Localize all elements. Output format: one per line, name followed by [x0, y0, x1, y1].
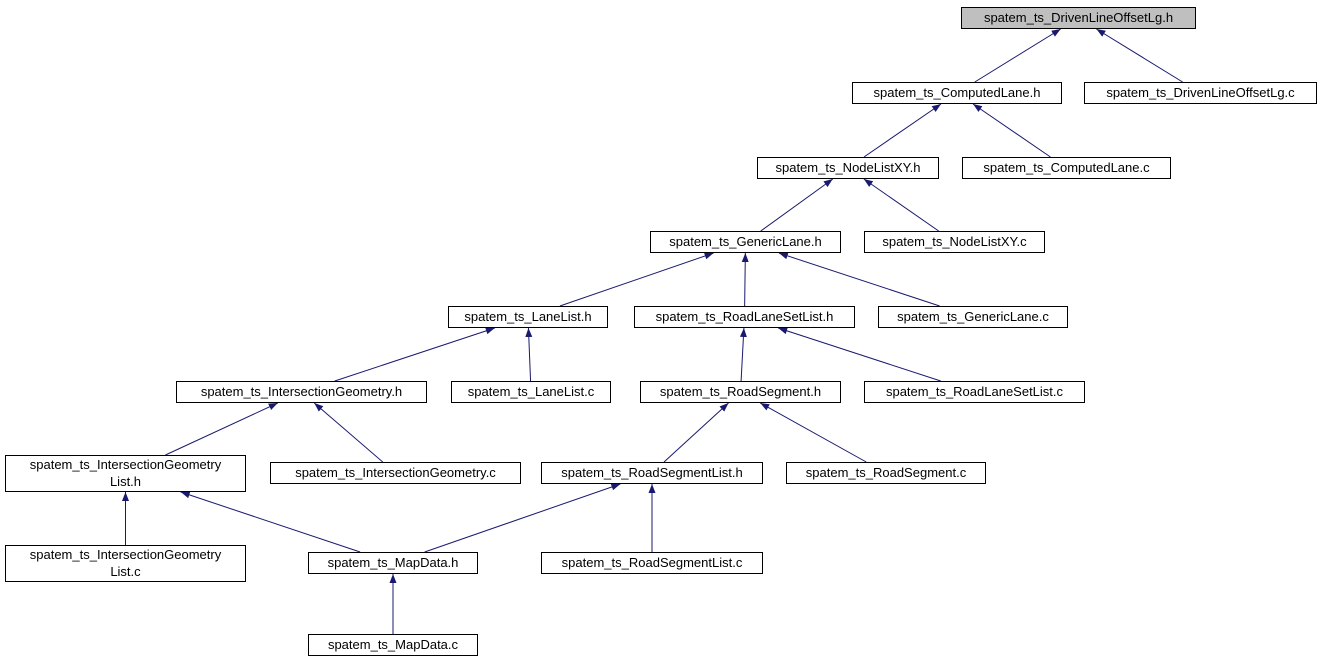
graph-node-spatem_ts_IntersectionGeometryList_h[interactable]: spatem_ts_IntersectionGeometry List.h	[5, 455, 246, 492]
edge-spatem_ts_GenericLane_h-to-spatem_ts_NodeListXY_h	[760, 178, 834, 232]
edge-spatem_ts_IntersectionGeometry_h-to-spatem_ts_LaneList_h	[334, 327, 495, 382]
edge-spatem_ts_ComputedLane_c-to-spatem_ts_ComputedLane_h	[972, 103, 1051, 158]
graph-node-spatem_ts_MapData_h[interactable]: spatem_ts_MapData.h	[308, 552, 478, 574]
edge-spatem_ts_RoadSegmentList_h-to-spatem_ts_RoadSegment_h	[663, 402, 729, 463]
edge-spatem_ts_DrivenLineOffsetLg_c-to-spatem_ts_DrivenLineOffsetLg_h	[1096, 28, 1183, 83]
graph-node-spatem_ts_RoadSegmentList_c[interactable]: spatem_ts_RoadSegmentList.c	[541, 552, 763, 574]
graph-node-spatem_ts_IntersectionGeometry_c[interactable]: spatem_ts_IntersectionGeometry.c	[270, 462, 521, 484]
edge-spatem_ts_MapData_h-to-spatem_ts_RoadSegmentList_h	[424, 483, 621, 553]
edge-spatem_ts_IntersectionGeometryList_h-to-spatem_ts_IntersectionGeometry_h	[165, 402, 278, 456]
graph-node-spatem_ts_NodeListXY_c[interactable]: spatem_ts_NodeListXY.c	[864, 231, 1045, 253]
edge-spatem_ts_LaneList_c-to-spatem_ts_LaneList_h	[525, 327, 533, 382]
graph-node-spatem_ts_LaneList_h[interactable]: spatem_ts_LaneList.h	[448, 306, 608, 328]
graph-node-spatem_ts_IntersectionGeometry_h[interactable]: spatem_ts_IntersectionGeometry.h	[176, 381, 427, 403]
graph-node-spatem_ts_MapData_c[interactable]: spatem_ts_MapData.c	[308, 634, 478, 656]
graph-node-spatem_ts_IntersectionGeometryList_c[interactable]: spatem_ts_IntersectionGeometry List.c	[5, 545, 246, 582]
edge-spatem_ts_RoadLaneSetList_h-to-spatem_ts_GenericLane_h	[741, 252, 749, 307]
edge-spatem_ts_ComputedLane_h-to-spatem_ts_DrivenLineOffsetLg_h	[974, 28, 1061, 83]
edge-spatem_ts_RoadSegment_c-to-spatem_ts_RoadSegment_h	[760, 402, 867, 463]
graph-node-spatem_ts_LaneList_c[interactable]: spatem_ts_LaneList.c	[451, 381, 611, 403]
edge-spatem_ts_RoadSegment_h-to-spatem_ts_RoadLaneSetList_h	[739, 327, 747, 382]
edge-spatem_ts_GenericLane_c-to-spatem_ts_GenericLane_h	[778, 252, 940, 307]
edge-spatem_ts_NodeListXY_c-to-spatem_ts_NodeListXY_h	[863, 178, 939, 232]
graph-node-spatem_ts_RoadSegmentList_h[interactable]: spatem_ts_RoadSegmentList.h	[541, 462, 763, 484]
edge-spatem_ts_NodeListXY_h-to-spatem_ts_ComputedLane_h	[863, 103, 942, 158]
graph-node-spatem_ts_DrivenLineOffsetLg_h[interactable]: spatem_ts_DrivenLineOffsetLg.h	[961, 7, 1196, 29]
graph-node-spatem_ts_RoadLaneSetList_c[interactable]: spatem_ts_RoadLaneSetList.c	[864, 381, 1085, 403]
graph-node-spatem_ts_RoadSegment_c[interactable]: spatem_ts_RoadSegment.c	[786, 462, 986, 484]
edge-spatem_ts_RoadLaneSetList_c-to-spatem_ts_RoadLaneSetList_h	[778, 327, 941, 382]
edge-spatem_ts_LaneList_h-to-spatem_ts_GenericLane_h	[559, 252, 714, 307]
graph-node-spatem_ts_ComputedLane_h[interactable]: spatem_ts_ComputedLane.h	[852, 82, 1062, 104]
graph-node-spatem_ts_ComputedLane_c[interactable]: spatem_ts_ComputedLane.c	[962, 157, 1171, 179]
edge-spatem_ts_MapData_h-to-spatem_ts_IntersectionGeometryList_h	[180, 491, 361, 553]
graph-node-spatem_ts_DrivenLineOffsetLg_c[interactable]: spatem_ts_DrivenLineOffsetLg.c	[1084, 82, 1317, 104]
graph-node-spatem_ts_RoadLaneSetList_h[interactable]: spatem_ts_RoadLaneSetList.h	[634, 306, 855, 328]
edge-spatem_ts_IntersectionGeometry_c-to-spatem_ts_IntersectionGeometry_h	[313, 402, 384, 463]
graph-node-spatem_ts_GenericLane_c[interactable]: spatem_ts_GenericLane.c	[878, 306, 1068, 328]
graph-node-spatem_ts_RoadSegment_h[interactable]: spatem_ts_RoadSegment.h	[640, 381, 841, 403]
graph-node-spatem_ts_NodeListXY_h[interactable]: spatem_ts_NodeListXY.h	[757, 157, 939, 179]
graph-node-spatem_ts_GenericLane_h[interactable]: spatem_ts_GenericLane.h	[650, 231, 841, 253]
